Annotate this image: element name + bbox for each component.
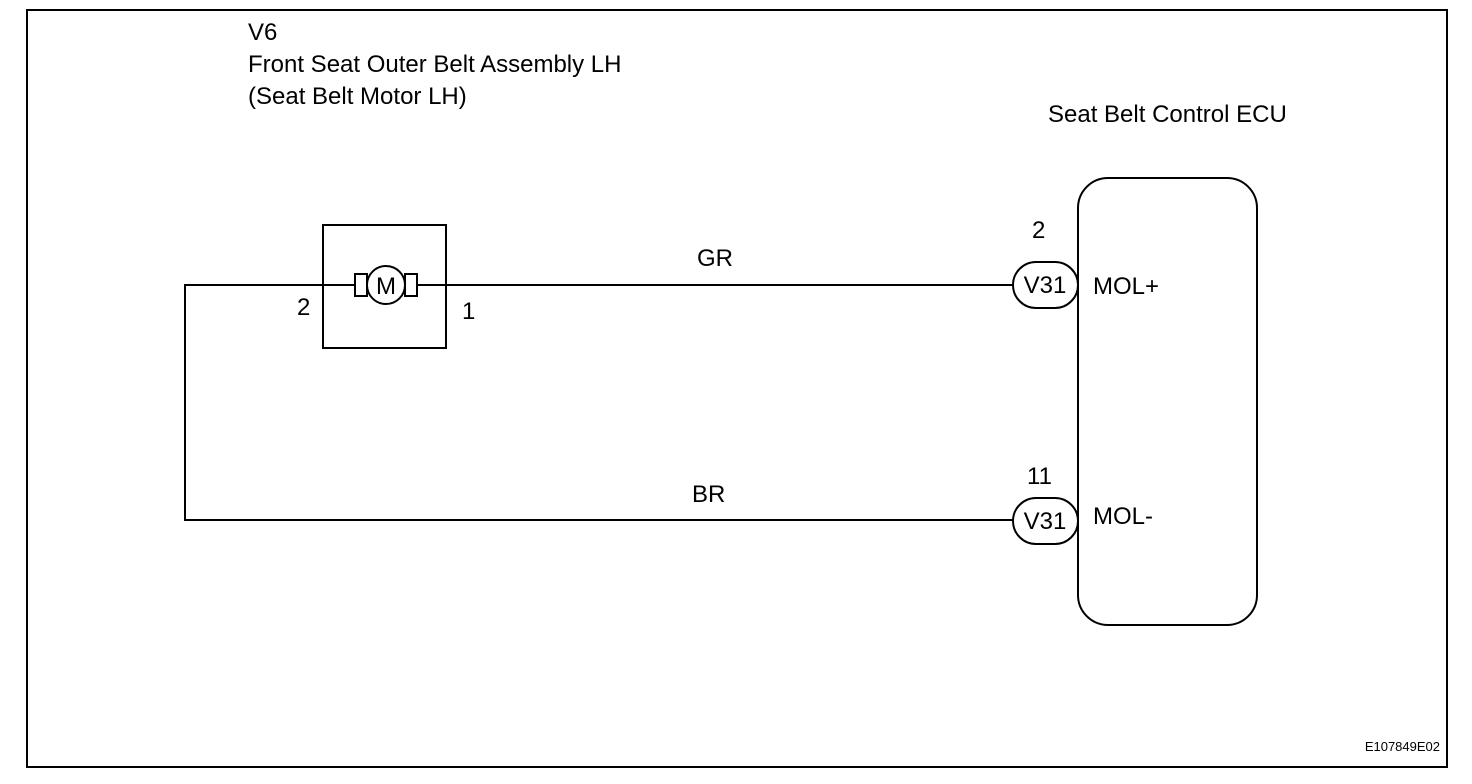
component-code: V6 xyxy=(248,19,277,46)
diagram-frame xyxy=(26,9,1448,768)
motor-component-box xyxy=(322,224,447,349)
ecu-pin-mol-plus: 2 xyxy=(1032,217,1045,244)
ecu-pin-mol-minus: 11 xyxy=(1027,463,1052,490)
connector-icon xyxy=(1012,261,1079,309)
connector-v31-mol-minus: V31 xyxy=(1024,508,1067,535)
motor-icon: M xyxy=(354,265,418,305)
ecu-box xyxy=(1077,177,1258,626)
ecu-signal-mol-minus: MOL- xyxy=(1093,503,1153,530)
component-subname: (Seat Belt Motor LH) xyxy=(248,83,467,110)
motor-pin-right: 1 xyxy=(462,298,475,325)
figure-id: E107849E02 xyxy=(1365,739,1440,754)
wire-br xyxy=(184,284,1015,521)
motor-symbol-label: M xyxy=(376,273,396,300)
component-name: Front Seat Outer Belt Assembly LH xyxy=(248,51,622,78)
wire-br-label: BR xyxy=(692,481,725,508)
connector-icon xyxy=(1012,497,1079,545)
ecu-title: Seat Belt Control ECU xyxy=(1048,101,1287,128)
connector-v31-mol-plus: V31 xyxy=(1024,272,1067,299)
wire-gr-label: GR xyxy=(697,245,733,272)
motor-pin-left: 2 xyxy=(297,294,310,321)
ecu-signal-mol-plus: MOL+ xyxy=(1093,273,1159,300)
